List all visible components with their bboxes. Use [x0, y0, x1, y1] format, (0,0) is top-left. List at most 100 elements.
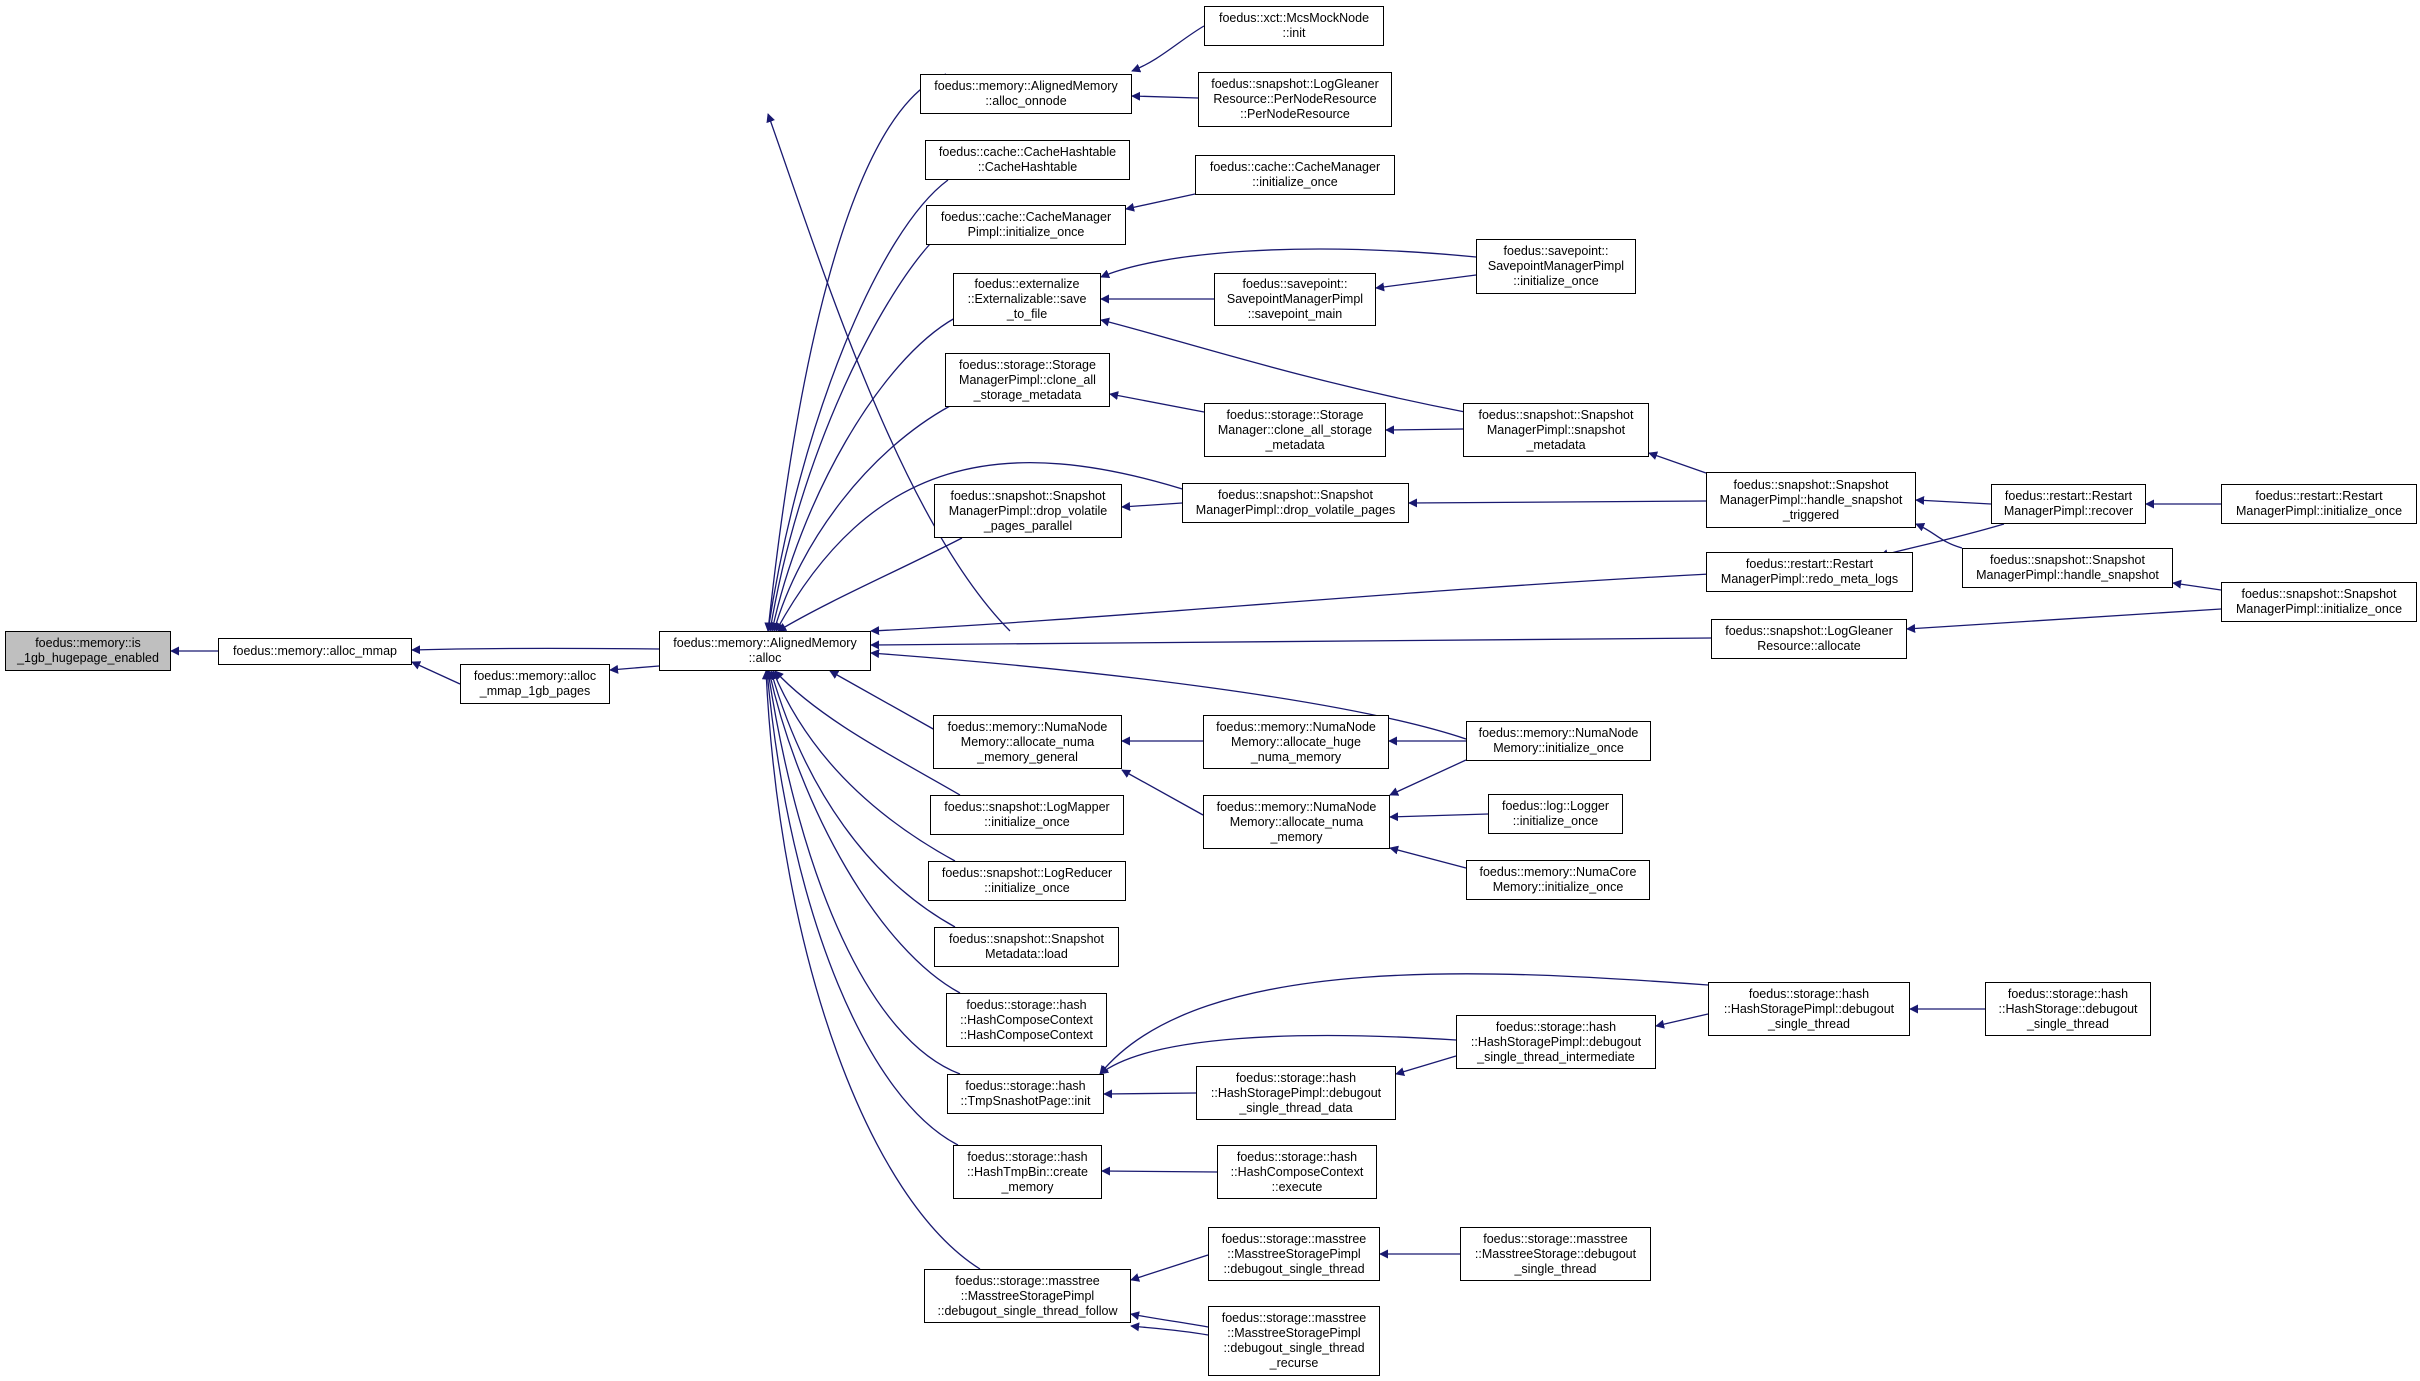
node-masstree-pimpl-debugout-single-thread[interactable]: foedus::storage::masstree::MasstreeStora… [1208, 1227, 1380, 1281]
node-hash-tmp-bin-create-memory[interactable]: foedus::storage::hash::HashTmpBin::creat… [953, 1145, 1102, 1199]
node-label-line: Memory::initialize_once [1492, 880, 1624, 894]
node-label-line: foedus::storage::hash [2007, 986, 2129, 1001]
node-label-line: _memory [1001, 1179, 1054, 1194]
node-label-line: foedus::memory::AlignedMemory [934, 79, 1118, 93]
call-edge [764, 179, 949, 632]
node-label-line: ::debugout_single_thread [1223, 1341, 1365, 1355]
node-label-line: ManagerPimpl::initialize_once [2235, 602, 2403, 616]
call-edge [1915, 522, 1963, 549]
call-edge [1109, 391, 1205, 413]
call-edge [1906, 608, 2222, 633]
node-label-line: Memory::allocate_numa [960, 734, 1095, 749]
node-label-line: _single_thread_data [1239, 1100, 1353, 1115]
call-edge [761, 670, 981, 1270]
node-label-line: foedus::memory::NumaNode [947, 719, 1108, 734]
call-edge [775, 462, 1196, 632]
node-savepoint-main[interactable]: foedus::savepoint::SavepointManagerPimpl… [1214, 273, 1376, 326]
node-hash-compose-context-execute[interactable]: foedus::storage::hash::HashComposeContex… [1217, 1145, 1377, 1199]
node-label-line: foedus::cache::CacheHashtable [938, 145, 1117, 159]
node-alloc-mmap[interactable]: foedus::memory::alloc_mmap [218, 638, 412, 665]
call-edge [768, 670, 956, 928]
node-externalizable-save-to-file[interactable]: foedus::externalize::Externalizable::sav… [953, 273, 1101, 326]
call-edge [766, 670, 961, 994]
node-aligned-memory-alloc-onnode[interactable]: foedus::memory::AlignedMemory::alloc_onn… [920, 74, 1132, 114]
node-masstree-debugout-single-thread-follow[interactable]: foedus::storage::masstree::MasstreeStora… [924, 1269, 1131, 1323]
call-edge [771, 670, 956, 862]
call-edge [1648, 451, 1707, 474]
node-label-line: foedus::memory::NumaCore [1479, 865, 1637, 879]
node-label-line: foedus::snapshot::Snapshot [1733, 477, 1889, 492]
node-alloc-mmap-1gb-pages[interactable]: foedus::memory::alloc_mmap_1gb_pages [460, 664, 610, 704]
node-masstree-storage-debugout-single-thread[interactable]: foedus::storage::masstree::MasstreeStora… [1460, 1227, 1651, 1281]
node-savepoint-initialize-once[interactable]: foedus::savepoint::SavepointManagerPimpl… [1476, 239, 1636, 294]
node-label-line: ::TmpSnashotPage::init [960, 1094, 1091, 1108]
node-label-line: foedus::storage::Storage [1226, 407, 1364, 422]
node-label-line: ManagerPimpl::initialize_once [2235, 504, 2403, 518]
node-label-line: _single_thread [1767, 1016, 1850, 1031]
node-label-line: ::HashComposeContext [1230, 1164, 1364, 1179]
node-label-line: _numa_memory [1250, 749, 1342, 764]
node-label-line: Memory::allocate_numa [1229, 814, 1364, 829]
call-edge [1099, 1034, 1457, 1075]
node-mcs-mock-node-init[interactable]: foedus::xct::McsMockNode::init [1204, 6, 1384, 46]
node-label-line: Memory::allocate_huge [1231, 734, 1361, 749]
node-tmp-snashot-page-init[interactable]: foedus::storage::hash::TmpSnashotPage::i… [947, 1074, 1104, 1114]
node-label-line: _triggered [1782, 507, 1840, 522]
node-label-line: ::MasstreeStorage::debugout [1474, 1246, 1637, 1261]
node-log-reducer-initialize-once[interactable]: foedus::snapshot::LogReducer::initialize… [928, 861, 1126, 901]
node-label-line: _to_file [1006, 307, 1048, 321]
node-hash-storage-debugout-single-thread[interactable]: foedus::storage::hash::HashStorage::debu… [1985, 982, 2151, 1036]
node-label-line: foedus::restart::Restart [1745, 557, 1874, 571]
node-label-line: foedus::memory::NumaNode [1216, 799, 1377, 814]
node-hash-debugout-single-thread-intermediate[interactable]: foedus::storage::hash::HashStoragePimpl:… [1456, 1015, 1656, 1069]
node-label-line: _single_thread_intermediate [1477, 1049, 1635, 1064]
node-aligned-memory-alloc[interactable]: foedus::memory::AlignedMemory::alloc [659, 631, 871, 671]
node-cache-manager-initialize-once[interactable]: foedus::cache::CacheManager::initialize_… [1195, 155, 1395, 195]
call-edge [1099, 973, 1709, 1075]
node-label-line: foedus::snapshot::LogGleaner [1211, 77, 1379, 91]
node-is-1gb-hugepage-enabled[interactable]: foedus::memory::is_1gb_hugepage_enabled [5, 631, 171, 671]
call-edge [1385, 425, 1464, 435]
call-edge [1131, 25, 1205, 73]
node-cache-hashtable[interactable]: foedus::cache::CacheHashtable::CacheHash… [925, 140, 1130, 180]
node-hash-debugout-single-thread-data[interactable]: foedus::storage::hash::HashStoragePimpl:… [1196, 1066, 1396, 1120]
node-hash-storage-pimpl-debugout-single-thread[interactable]: foedus::storage::hash::HashStoragePimpl:… [1708, 982, 1910, 1036]
call-edge [411, 645, 660, 655]
call-edge [1100, 317, 1466, 413]
node-label-line: foedus::restart::Restart [2004, 489, 2133, 503]
node-label-line: ::HashStoragePimpl::debugout [1210, 1085, 1382, 1100]
node-masstree-debugout-single-thread-recurse[interactable]: foedus::storage::masstree::MasstreeStora… [1208, 1306, 1380, 1376]
node-label-line: foedus::storage::hash [1236, 1149, 1358, 1164]
call-edge [774, 670, 961, 796]
call-edge [1408, 498, 1707, 508]
node-label-line: ::savepoint_main [1247, 307, 1343, 321]
node-hash-compose-context[interactable]: foedus::storage::hash::HashComposeContex… [946, 993, 1107, 1047]
node-logger-initialize-once[interactable]: foedus::log::Logger::initialize_once [1488, 794, 1623, 834]
node-label-line: _1gb_hugepage_enabled [17, 651, 159, 665]
node-log-mapper-initialize-once[interactable]: foedus::snapshot::LogMapper::initialize_… [930, 795, 1124, 835]
call-edge [1655, 1013, 1709, 1029]
call-edge [764, 73, 947, 632]
node-label-line: ::MasstreeStoragePimpl [1227, 1246, 1361, 1261]
